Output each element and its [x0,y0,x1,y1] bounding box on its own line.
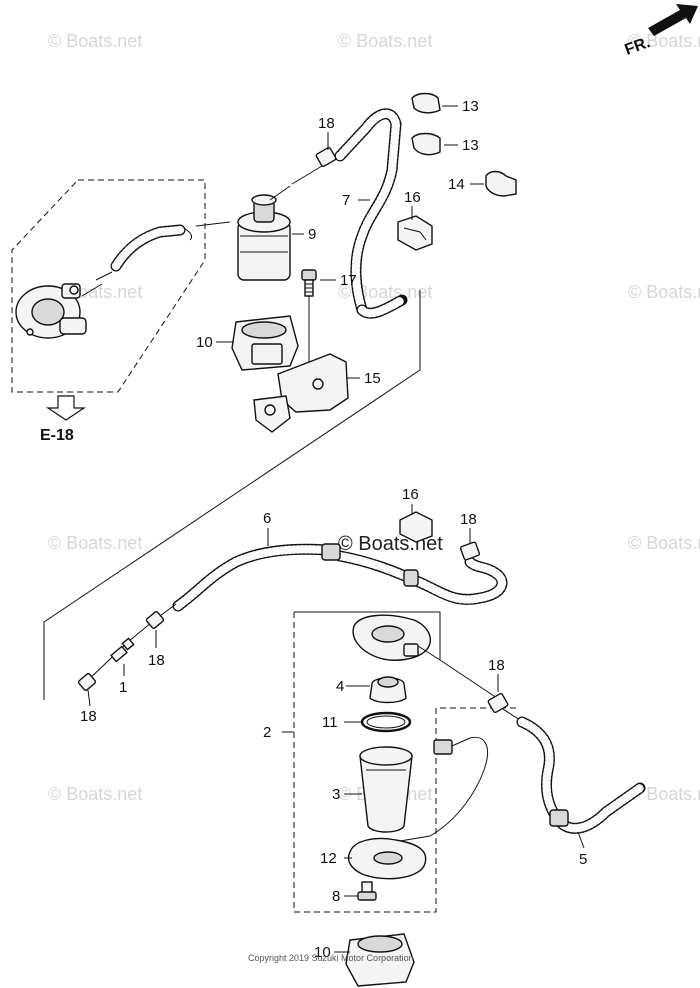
assembly-guide-lines [43,290,520,913]
pump-clip [95,271,113,281]
callout-11: 11 [322,714,338,731]
callout-10-upper: 10 [196,334,213,351]
watermark: © Boats.net [628,31,700,51]
watermark: © Boats.net [48,533,142,553]
callout-18-top: 18 [318,115,335,132]
hose-part-5 [487,692,646,834]
clip-part-16b [399,511,433,543]
hose-part-6 [172,543,508,612]
callout-18-right: 18 [460,511,477,528]
hose-clamp-18-left [77,673,97,691]
callout-leaders [87,105,585,953]
fuel-filter-part-9 [237,185,291,281]
callout-10-lower: 10 [314,944,331,961]
upper-line [291,108,408,319]
filter-inlet-pipe [195,221,231,227]
watermark: © Boats.net [48,784,142,804]
clip-parts [397,92,517,251]
callout-4: 4 [336,678,344,695]
hose-clamp-18-lower [487,692,509,714]
engine-outline [11,179,206,393]
callout-14: 14 [448,176,465,193]
watermark: © Boats.net [628,533,700,553]
fuel-pump-body [15,283,87,339]
callout-16-top: 16 [404,189,421,206]
pump-nipple [81,283,103,297]
bracket-part-15 [253,353,349,433]
reference-arrow-icon [46,395,86,421]
callout-13-lower: 13 [462,137,479,154]
callout-17: 17 [340,272,357,289]
callout-18-lower: 18 [488,657,505,674]
hose-clip [183,227,193,241]
callout-7: 7 [342,192,350,209]
watermark: © Boats.net [628,784,700,804]
callout-6: 6 [263,510,271,527]
callout-15: 15 [364,370,381,387]
callout-3: 3 [332,786,340,803]
hose-clamp-18-right [459,541,481,561]
reference-label: E-18 [40,427,74,444]
filter-outlet-pipe [269,185,291,201]
filter-cap [352,614,501,701]
screw-part-8 [357,881,377,901]
copyright-notice: Copyright 2019 Suzuki Motor Corporation [248,953,414,963]
filter-bowl-part-3 [359,746,413,833]
callout-8: 8 [332,888,340,905]
bolt-part-17 [301,269,317,368]
callout-2: 2 [263,724,271,741]
callout-18-left: 18 [80,708,97,725]
direction-arrow-icon [648,4,698,36]
pump-hose [110,221,231,272]
callout-numbers: 13 13 14 18 7 16 9 17 10 15 16 18 6 18 1… [80,98,587,961]
clip-part-13b [411,132,441,156]
callout-1: 1 [119,679,127,696]
callout-18-mid: 18 [148,652,165,669]
connector-part-1 [77,603,177,691]
clip-part-16a [397,215,433,251]
hose-clamp-18-mid [145,611,165,629]
clip-part-13a [411,92,441,114]
callout-5: 5 [579,851,587,868]
callout-13-upper: 13 [462,98,479,115]
watermark: © Boats.net [338,31,432,51]
filter-bracket-part-10-upper [231,315,299,371]
watermark: © Boats.net [628,282,700,302]
seal-part-4 [369,676,407,704]
watermark: © Boats.net [48,31,142,51]
clip-parts-lower [399,511,481,561]
clip-part-14 [485,170,517,197]
o-ring-part-11 [360,711,412,733]
hose-clamp-18-upper [315,146,337,168]
filter-base-part-12 [347,837,427,880]
filter-bracket-part-10-lower [345,933,415,987]
engine-region: E-18 [11,179,206,444]
callout-9: 9 [308,226,316,243]
callout-16-bottom: 16 [402,486,419,503]
sensor-harness [393,736,488,843]
callout-12: 12 [320,850,337,867]
